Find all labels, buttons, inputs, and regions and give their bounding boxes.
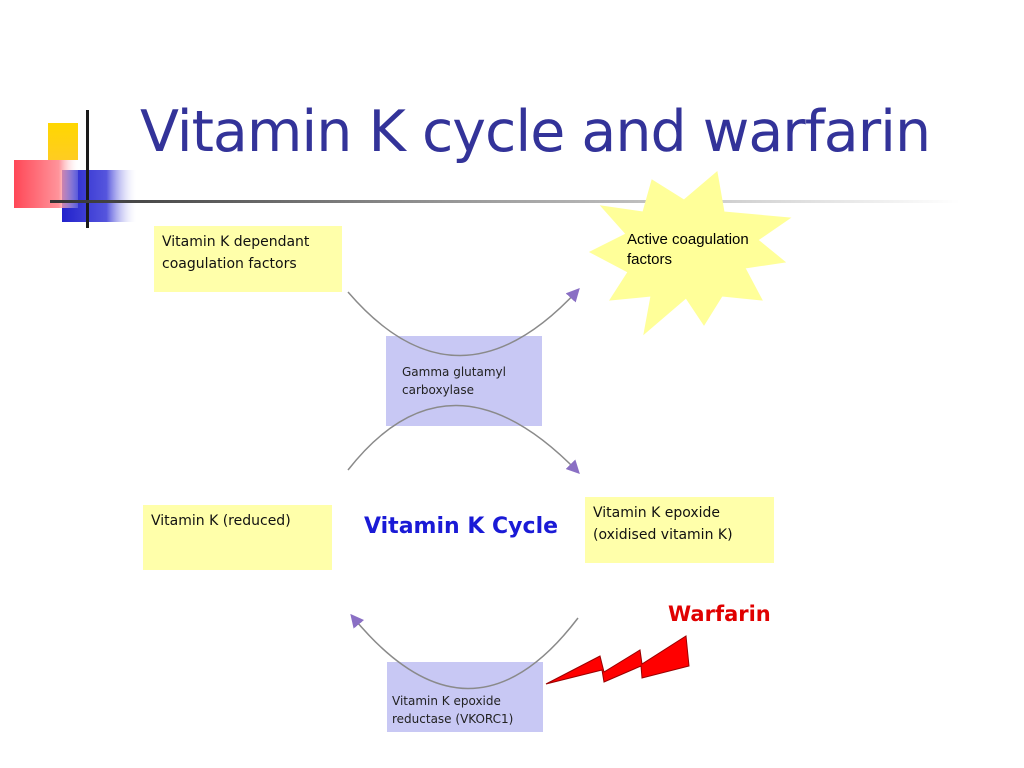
active-factors-starburst xyxy=(588,171,792,336)
reductase-line-2: reductase (VKORC1) xyxy=(392,712,514,726)
reduction-arrow xyxy=(350,613,579,690)
epoxide-box: Vitamin K epoxide (oxidised vitamin K) xyxy=(585,497,774,563)
reduced-box: Vitamin K (reduced) xyxy=(143,505,332,570)
carboxylase-label: Gamma glutamyl carboxylase xyxy=(402,363,542,399)
cycle-label: Vitamin K Cycle xyxy=(364,514,559,539)
reductase-box xyxy=(387,662,543,732)
title-rule xyxy=(50,200,960,203)
slide-title: Vitamin K cycle and warfarin xyxy=(140,99,931,165)
epoxide-line-1: Vitamin K epoxide xyxy=(593,505,721,521)
epoxide-line-2: (oxidised vitamin K) xyxy=(593,527,733,543)
reduced-line-1: Vitamin K (reduced) xyxy=(151,513,291,529)
corner-ornament xyxy=(14,110,136,228)
carboxylase-line-2: carboxylase xyxy=(402,383,474,397)
oxidation-arrow xyxy=(347,404,580,474)
carboxylase-box xyxy=(386,336,542,426)
corner-vertical-line xyxy=(86,110,89,228)
carboxylase-line-1: Gamma glutamyl xyxy=(402,365,506,379)
active-factors-line-2: factors xyxy=(627,251,673,268)
active-factors-line-1: Active coagulation xyxy=(627,231,749,248)
dependant-factors-line-1: Vitamin K dependant xyxy=(162,234,310,250)
warfarin-label: Warfarin xyxy=(668,602,771,626)
dependant-factors-line-2: coagulation factors xyxy=(162,256,297,272)
reductase-label: Vitamin K epoxide reductase (VKORC1) xyxy=(392,692,542,728)
warfarin-lightning-bolt xyxy=(545,635,690,685)
reductase-line-1: Vitamin K epoxide xyxy=(392,694,501,708)
dependant-factors-box: Vitamin K dependant coagulation factors xyxy=(154,226,342,292)
corner-yellow-square xyxy=(48,123,78,160)
activation-arrow xyxy=(347,288,580,357)
active-factors-label: Active coagulation factors xyxy=(627,230,777,270)
